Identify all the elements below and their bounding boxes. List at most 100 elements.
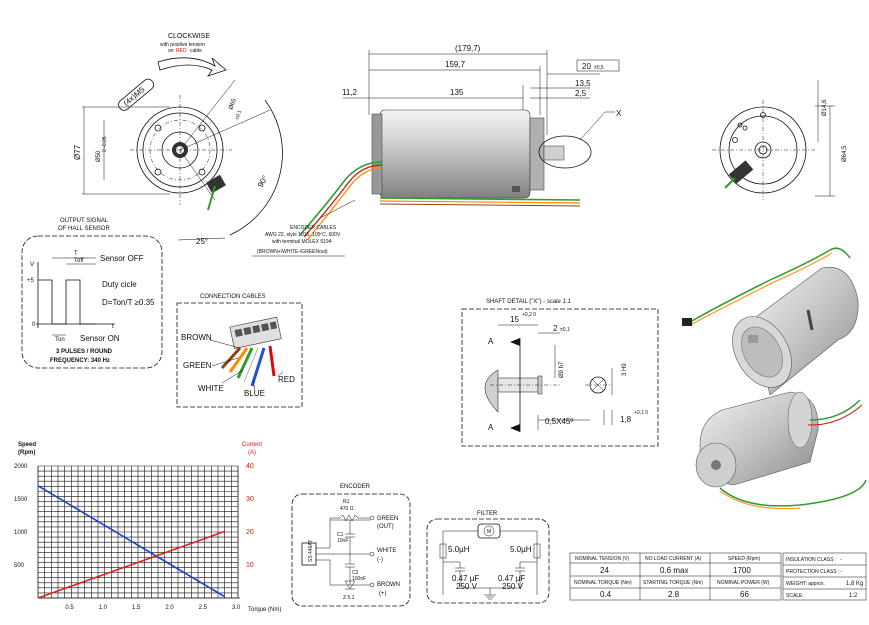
chart-y-right-tick: 20 — [246, 529, 254, 536]
spec-value-start-torque: 2.8 — [668, 590, 680, 599]
filter-title: FILTER — [477, 511, 498, 517]
dim-shaft-1-8-tol: +0,1 0 — [634, 410, 648, 416]
current-line — [37, 530, 225, 599]
filter-motor-label: M — [487, 529, 491, 535]
dim-chamfer: 0,5X45º — [545, 417, 573, 426]
dim-2-5: 2,5 — [575, 89, 587, 98]
hall-frequency: FREQUENCY: 340 Hz — [50, 358, 110, 364]
motor-3d-views — [682, 247, 867, 510]
dim-d50: Ø50 — [96, 150, 102, 162]
dim-shaft-d9: Ø9 h7 — [559, 361, 565, 378]
dim-d65-tol: ±0,1 — [234, 109, 243, 120]
dim-20-tol: ±0,5 — [594, 65, 604, 71]
cable-label-brown: BROWN — [181, 333, 212, 342]
chart-ylabel-right-2: (A) — [248, 450, 256, 456]
chart-y-right-tick: 10 — [246, 562, 254, 569]
connection-cables-panel: CONNECTION CABLES BROWN GREEN WHITE BLUE… — [176, 294, 303, 408]
chart-x-tick: 2.0 — [165, 605, 174, 611]
hall-title-2: OF HALL SENSOR — [58, 226, 110, 232]
inductor-l2-icon — [533, 543, 541, 559]
chart-x-tick: 1.5 — [132, 605, 141, 611]
hall-signal-panel: OUTPUT SIGNAL OF HALL SENSOR V +5 0 t T … — [21, 218, 163, 369]
angle-25: 25° — [196, 237, 208, 246]
chart-y-right-tick: 40 — [246, 463, 254, 470]
dim-d50-tol: 0 -0,05 — [102, 136, 108, 152]
encoder-c1-val: 10nF — [337, 538, 348, 544]
mount-hole — [154, 124, 162, 132]
spec-value-torque: 0.4 — [600, 590, 612, 599]
dim-d65: Ø65 — [228, 97, 238, 110]
chart-x-tick: 0.5 — [65, 605, 74, 611]
front-view: CLOCKWISE with positive tension on RED c… — [73, 33, 283, 246]
dim-11-2: 11,2 — [342, 88, 358, 97]
hall-sensor-off: Sensor OFF — [100, 254, 144, 263]
spec-value-noload: 0.6 max — [660, 566, 688, 575]
rotation-red: RED — [176, 48, 187, 54]
encoder-brown-2: (+) — [379, 591, 387, 597]
hall-title-1: OUTPUT SIGNAL — [60, 218, 109, 224]
spec-label-weight: WEIGHT: approx. — [786, 581, 825, 587]
side-view: (179,7) 159,7 135 11,2 20 ±0,5 13,5 2,5 — [252, 44, 622, 257]
encoder-panel: ENCODER SS 446AT R1 470 Ω C1 10nF C2 100… — [291, 484, 411, 607]
rotation-title: CLOCKWISE — [168, 33, 210, 40]
detail-x-ellipse — [538, 135, 592, 169]
dim-shaft-1-8: 1,8 — [620, 415, 632, 424]
motor-body-side — [379, 109, 531, 199]
hall-sensor-on: Sensor ON — [80, 334, 120, 343]
chart-x-tick: 3.0 — [232, 605, 241, 611]
rotation-sub2: on — [168, 48, 174, 54]
dim-20: 20 — [582, 62, 591, 71]
cable-label-white: WHITE — [198, 384, 224, 393]
hall-plus5: +5 — [27, 278, 35, 284]
dim-3h9: 3 H9 — [622, 363, 628, 376]
hall-toff: Toff — [74, 258, 84, 264]
dim-d14-6: Ø14,6 — [822, 99, 828, 116]
spec-label-speed: SPEED (Rpm) — [728, 556, 761, 562]
spec-label-protection: PROTECTION CLASS : — [786, 569, 839, 575]
chart-x-tick: 1.0 — [99, 605, 108, 611]
hall-duty-1: Duty cicle — [102, 280, 137, 289]
dim-d77: Ø77 — [73, 144, 82, 160]
spec-value-tension: 24 — [600, 566, 609, 575]
spec-label-start-torque: STARTING TORQUE (Nm) — [643, 580, 703, 586]
resistor-r1-icon — [339, 514, 359, 522]
dim-overall: (179,7) — [455, 44, 481, 53]
chart-y-left-tick: 2000 — [14, 464, 28, 470]
chart-xlabel: Torque (Nm) — [248, 607, 281, 613]
encoder-white-2: (-) — [377, 557, 383, 563]
spec-label-noload: NO LOAD CURRENT (A) — [645, 556, 702, 562]
angle-90: 90° — [256, 174, 270, 189]
spec-value-weight: 1,8 Kg — [846, 581, 863, 587]
encoder-note-line1: ENCODER CABLES — [290, 225, 337, 231]
spec-table: NOMINAL TENSION (V) NO LOAD CURRENT (A) … — [569, 552, 867, 601]
section-a-bottom: A — [488, 423, 494, 432]
connection-title: CONNECTION CABLES — [200, 294, 266, 300]
chart-series — [37, 485, 226, 599]
chart-x-tick: 2.5 — [199, 605, 208, 611]
filter-l2: 5.0µH — [510, 545, 532, 554]
rear-view: Ø14,6 Ø64,5 — [712, 80, 848, 200]
spec-label-power: NOMINAL POWER (W) — [717, 580, 770, 586]
chart-y-right-tick: 30 — [246, 496, 254, 503]
chart-ylabel-right-1: Current — [242, 442, 262, 448]
rotation-sub3: cable — [190, 48, 202, 54]
encoder-r1: R1 — [343, 499, 350, 505]
encoder-zener: Z 5.1 — [343, 595, 355, 601]
encoder-green-2: (OUT) — [377, 524, 394, 530]
spec-value-insulation: - — [840, 557, 842, 563]
encoder-r1-val: 470 Ω — [340, 506, 354, 512]
dim-d64-5: Ø64,5 — [842, 145, 848, 162]
filter-c1: 0.47 µF — [452, 574, 479, 583]
encoder-brown-1: BROWN — [377, 582, 400, 588]
encoder-white-1: WHITE — [377, 548, 396, 554]
speed-line — [37, 485, 226, 598]
filter-panel: FILTER M 5.0µH 5.0µH 0.47 µF 250 V 0.47 … — [426, 511, 550, 604]
cable-label-blue: BLUE — [244, 389, 265, 398]
spec-value-scale: 1:2 — [849, 593, 858, 599]
spec-value-power: 66 — [740, 590, 749, 599]
spec-label-scale: SCALE: — [786, 593, 804, 599]
dim-shaft-2-tol: ±0,1 — [560, 327, 570, 333]
